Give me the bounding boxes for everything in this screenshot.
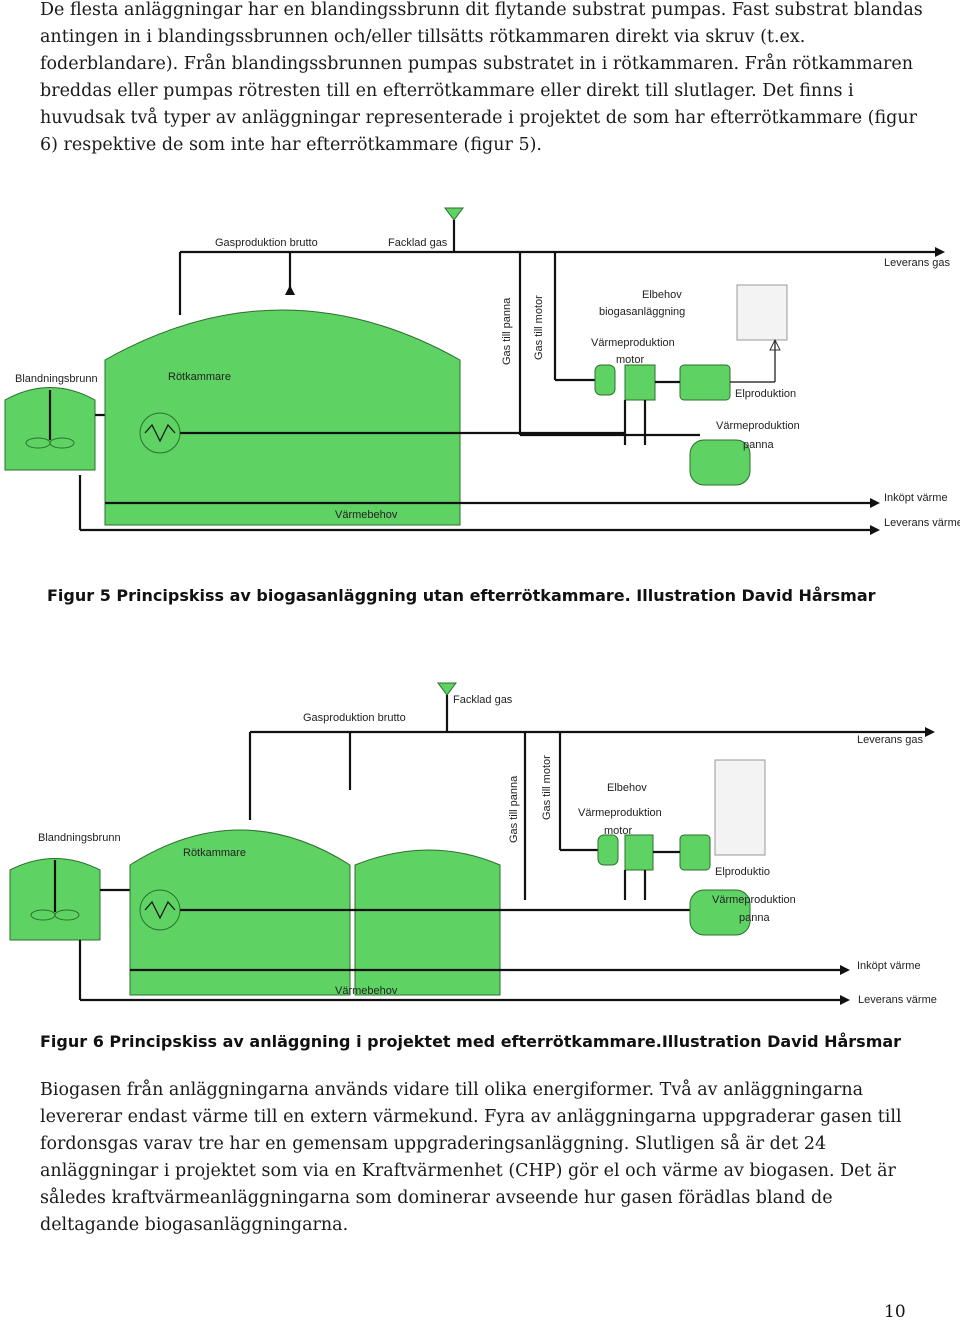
label-varme-motor: Värmeproduktion [591,337,675,349]
flare-icon [444,207,464,221]
label-elbehov-sub: biogasanläggning [599,306,685,318]
flare-icon [437,682,457,696]
boiler-block [689,889,751,936]
heat-exchanger-icon [139,412,181,454]
label-varme-motor: Värmeproduktion [578,807,662,819]
figure-5-caption: Figur 5 Principskiss av biogasanläggning… [47,586,876,605]
label-gasproduktion: Gasproduktion brutto [215,237,318,249]
label-elproduktion: Elproduktion [735,388,796,400]
label-elbehov: Elbehov [607,782,647,794]
elbehov-cabinet [714,759,766,856]
label-varme-panna: Värmeproduktion [716,420,800,432]
label-gas-panna: Gas till panna [508,775,520,843]
label-motor: motor [616,354,644,366]
label-panna: panna [739,912,770,924]
label-rotkammare: Rötkammare [183,847,246,859]
label-blandningsbrunn: Blandningsbrunn [15,373,98,385]
label-elproduktion: Elproduktio [715,866,770,878]
generator-block [679,834,711,871]
label-elbehov: Elbehov [642,289,682,301]
figure-6-diagram: Facklad gas Gasproduktion brutto Leveran… [9,682,937,1006]
figure-5-diagram: Gasproduktion brutto Facklad gas Leveran… [4,207,960,535]
rotkammare-tank [129,829,351,996]
efterrotkammare-tank [354,849,501,996]
label-varme-panna: Värmeproduktion [712,894,796,906]
closing-paragraph: Biogasen från anläggningarna används vid… [40,1080,902,1235]
motor-block [624,834,654,871]
pump-icon [594,364,616,396]
label-leverans-varme: Leverans värme [884,517,960,529]
heat-exchanger-icon [139,889,181,931]
label-gasproduktion: Gasproduktion brutto [303,712,406,724]
pump-icon [597,834,619,866]
label-varmebehov: Värmebehov [335,509,398,521]
generator-block [679,364,731,401]
label-gas-motor: Gas till motor [541,755,553,820]
label-gas-panna: Gas till panna [501,297,513,365]
rotkammare-tank [104,309,461,526]
page-number: 10 [884,1302,906,1322]
intro-paragraph: De flesta anläggningar har en blandingss… [40,0,923,155]
motor-block [624,364,656,401]
label-leverans-gas: Leverans gas [884,257,951,269]
label-inkopt: Inköpt värme [857,960,921,972]
label-gas-motor: Gas till motor [533,295,545,360]
boiler-block [689,439,751,486]
label-inkopt: Inköpt värme [884,492,948,504]
label-motor: motor [604,825,632,837]
figure-6-caption: Figur 6 Principskiss av anläggning i pro… [40,1032,902,1051]
label-leverans-gas: Leverans gas [857,734,924,746]
elbehov-cabinet [736,284,788,341]
label-facklad: Facklad gas [388,237,448,249]
label-panna: panna [743,439,774,451]
label-blandningsbrunn: Blandningsbrunn [38,832,121,844]
label-rotkammare: Rötkammare [168,371,231,383]
label-facklad: Facklad gas [453,694,513,706]
label-leverans-varme: Leverans värme [858,994,937,1006]
label-varmebehov: Värmebehov [335,985,398,997]
